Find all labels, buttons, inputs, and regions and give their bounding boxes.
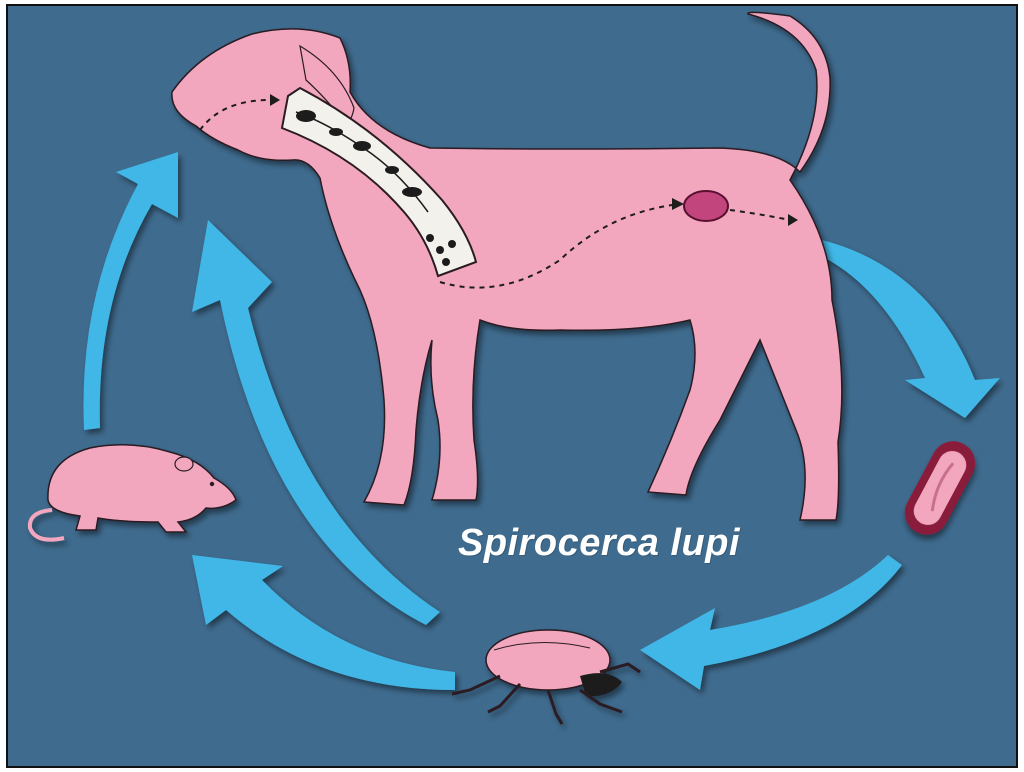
rodent-ear	[175, 457, 193, 471]
rodent-eye	[210, 482, 214, 486]
stomach-nodule	[684, 191, 728, 221]
species-title: Spirocerca lupi	[0, 522, 1024, 565]
